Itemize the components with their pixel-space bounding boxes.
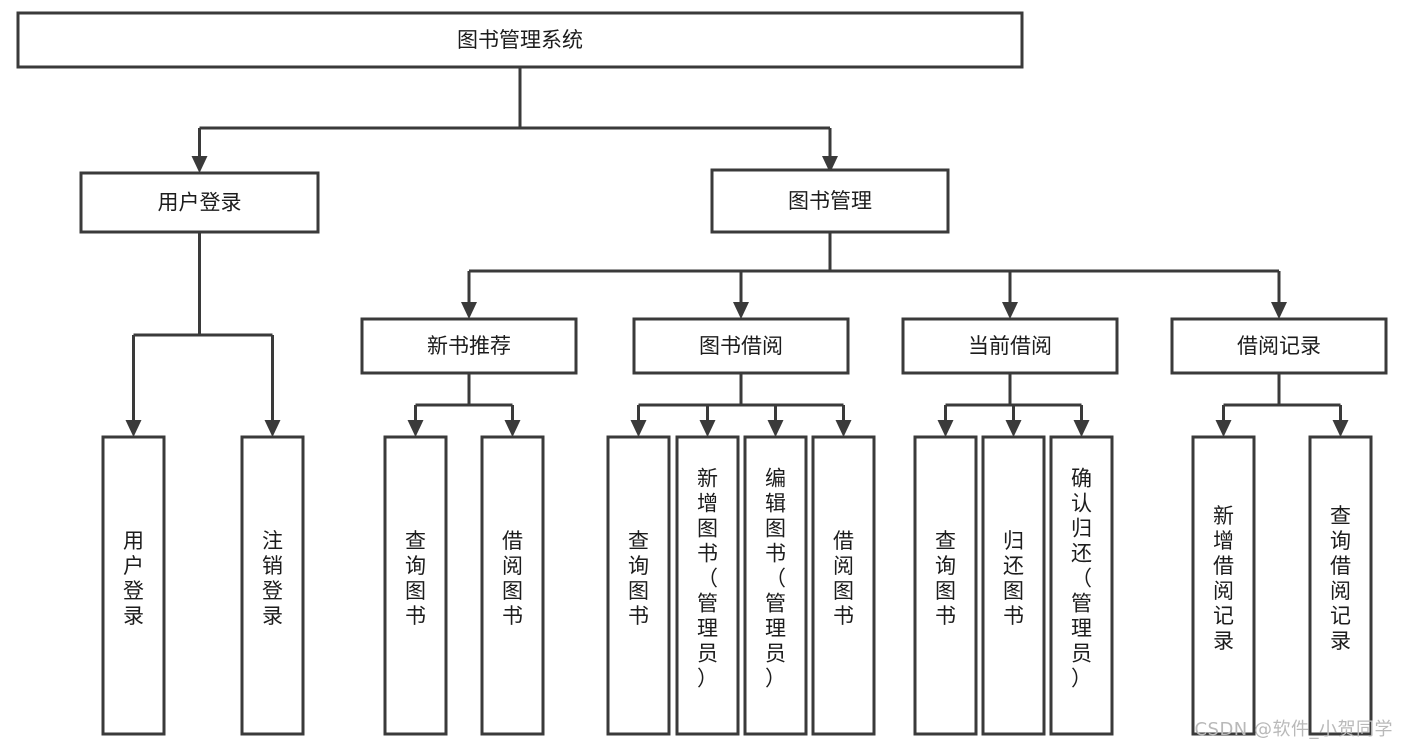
node-rect[interactable] xyxy=(1191,435,1256,736)
arrow-head xyxy=(125,420,142,437)
arrow-head xyxy=(191,156,208,173)
arrow-head xyxy=(504,420,521,437)
node-rect[interactable] xyxy=(632,317,850,375)
node-leaf-query-book-borrow[interactable]: 查询图书 xyxy=(606,435,671,736)
node-book-borrow[interactable]: 图书借阅 xyxy=(632,317,850,375)
node-leaf-borrow-book[interactable]: 借阅图书 xyxy=(811,435,876,736)
arrow-head xyxy=(835,420,852,437)
node-label: 查询图书 xyxy=(405,529,426,628)
node-label: 当前借阅 xyxy=(968,334,1052,358)
node-new-book-recommend[interactable]: 新书推荐 xyxy=(360,317,578,375)
node-rect[interactable] xyxy=(811,435,876,736)
node-root[interactable]: 图书管理系统 xyxy=(16,11,1024,69)
node-borrow-records[interactable]: 借阅记录 xyxy=(1170,317,1388,375)
node-label: 确认归还（管理员） xyxy=(1071,467,1092,691)
node-rect[interactable] xyxy=(1049,435,1114,736)
arrow-head xyxy=(630,420,647,437)
arrow-head xyxy=(461,302,477,319)
arrow-head xyxy=(1002,302,1018,319)
node-rect[interactable] xyxy=(79,171,320,234)
arrow-head xyxy=(1005,420,1022,437)
node-label: 借阅图书 xyxy=(833,529,854,628)
node-leaf-edit-book[interactable]: 编辑图书（管理员） xyxy=(743,435,808,736)
node-rect[interactable] xyxy=(360,317,578,375)
node-label: 查询图书 xyxy=(628,529,649,628)
arrow-head xyxy=(1332,420,1349,437)
node-label: 借阅记录 xyxy=(1237,334,1321,358)
node-label: 查询借阅记录 xyxy=(1330,504,1351,653)
node-leaf-query-book-rec[interactable]: 查询图书 xyxy=(383,435,448,736)
node-rect[interactable] xyxy=(480,435,545,736)
arrow-head xyxy=(699,420,716,437)
connector-layer xyxy=(125,67,1349,437)
node-leaf-confirm-return[interactable]: 确认归还（管理员） xyxy=(1049,435,1114,736)
node-label: 图书借阅 xyxy=(699,334,783,358)
node-rect[interactable] xyxy=(16,11,1024,69)
arrow-head xyxy=(822,156,838,173)
node-label: 用户登录 xyxy=(158,191,242,215)
node-book-management[interactable]: 图书管理 xyxy=(710,168,950,234)
node-rect[interactable] xyxy=(743,435,808,736)
node-label: 编辑图书（管理员） xyxy=(765,467,786,691)
node-rect[interactable] xyxy=(383,435,448,736)
node-rect[interactable] xyxy=(1170,317,1388,375)
node-label: 新书推荐 xyxy=(427,334,511,358)
arrow-head xyxy=(264,420,281,437)
arrow-head xyxy=(1215,420,1232,437)
arrow-head xyxy=(1271,302,1287,319)
node-label: 借阅图书 xyxy=(502,529,523,628)
node-rect[interactable] xyxy=(675,435,740,736)
node-leaf-return-book[interactable]: 归还图书 xyxy=(981,435,1046,736)
node-leaf-add-record[interactable]: 新增借阅记录 xyxy=(1191,435,1256,736)
node-label: 图书管理 xyxy=(788,189,872,213)
node-leaf-query-book-current[interactable]: 查询图书 xyxy=(913,435,978,736)
arrow-head xyxy=(733,302,749,319)
node-label: 新增借阅记录 xyxy=(1213,504,1234,653)
node-rect[interactable] xyxy=(606,435,671,736)
arrow-head xyxy=(1073,420,1090,437)
node-rect[interactable] xyxy=(901,317,1119,375)
node-label: 用户登录 xyxy=(123,529,144,628)
node-label: 查询图书 xyxy=(935,529,956,628)
node-leaf-borrow-book-rec[interactable]: 借阅图书 xyxy=(480,435,545,736)
node-rect[interactable] xyxy=(240,435,305,736)
node-label: 新增图书（管理员） xyxy=(697,467,718,691)
node-rect[interactable] xyxy=(913,435,978,736)
arrow-head xyxy=(767,420,784,437)
node-leaf-query-record[interactable]: 查询借阅记录 xyxy=(1308,435,1373,736)
node-user-login[interactable]: 用户登录 xyxy=(79,171,320,234)
arrow-head xyxy=(937,420,954,437)
node-rect[interactable] xyxy=(101,435,166,736)
node-leaf-user-login[interactable]: 用户登录 xyxy=(101,435,166,736)
node-leaf-logout[interactable]: 注销登录 xyxy=(240,435,305,736)
node-label: 图书管理系统 xyxy=(457,28,583,52)
node-rect[interactable] xyxy=(710,168,950,234)
node-leaf-add-book[interactable]: 新增图书（管理员） xyxy=(675,435,740,736)
node-label: 注销登录 xyxy=(262,529,283,628)
arrow-head xyxy=(407,420,424,437)
node-layer: 图书管理系统用户登录图书管理新书推荐图书借阅当前借阅借阅记录用户登录注销登录查询… xyxy=(16,11,1388,736)
node-rect[interactable] xyxy=(1308,435,1373,736)
node-rect[interactable] xyxy=(981,435,1046,736)
node-current-borrow[interactable]: 当前借阅 xyxy=(901,317,1119,375)
node-label: 归还图书 xyxy=(1003,529,1024,628)
